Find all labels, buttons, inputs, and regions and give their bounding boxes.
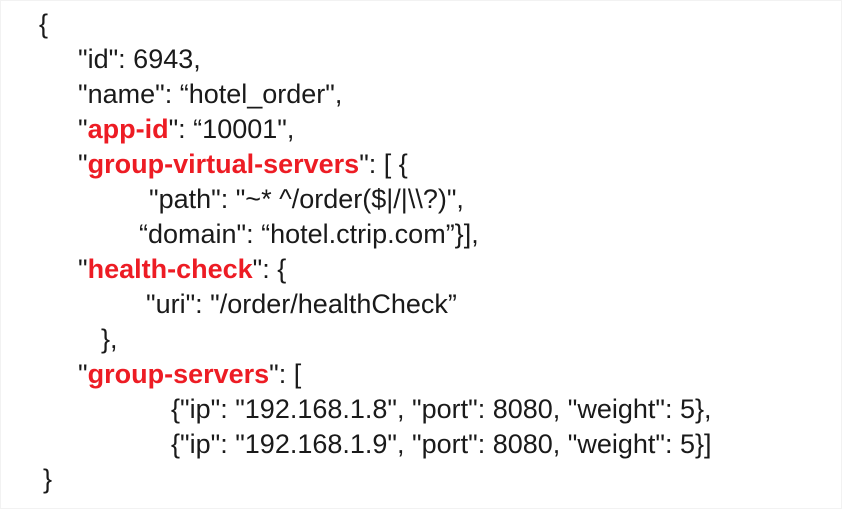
code-line-3: "name": “hotel_order",	[1, 77, 841, 112]
json-text: {"ip": "192.168.1.9", "port": 8080, "wei…	[171, 429, 712, 459]
code-line-10: },	[1, 322, 841, 357]
json-text: "	[78, 149, 88, 179]
json-key: group-virtual-servers	[87, 149, 360, 179]
code-line-13: {"ip": "192.168.1.9", "port": 8080, "wei…	[1, 427, 841, 462]
json-text: {"ip": "192.168.1.8", "port": 8080, "wei…	[171, 394, 712, 424]
json-key: app-id	[87, 114, 169, 144]
json-code-block: {"id": 6943,"name": “hotel_order","app-i…	[1, 1, 841, 497]
code-line-12: {"ip": "192.168.1.8", "port": 8080, "wei…	[1, 392, 841, 427]
json-text: {	[39, 9, 49, 39]
json-text: "	[78, 359, 88, 389]
json-text: "	[78, 254, 88, 284]
json-text: ": [ {	[359, 149, 408, 179]
code-line-6: "path": "~* ^/order($|/|\\?)",	[1, 182, 841, 217]
json-text: "	[78, 114, 88, 144]
json-text: "uri": "/order/healthCheck”	[146, 289, 457, 319]
json-key: group-servers	[87, 359, 270, 389]
json-text: "id": 6943,	[78, 44, 201, 74]
json-text: }	[43, 464, 53, 494]
code-line-8: "health-check": {	[1, 252, 841, 287]
json-text: ": “10001",	[168, 114, 295, 144]
json-text: "name": “hotel_order",	[78, 79, 343, 109]
json-text: },	[101, 324, 118, 354]
code-line-9: "uri": "/order/healthCheck”	[1, 287, 841, 322]
code-line-2: "id": 6943,	[1, 42, 841, 77]
json-key: health-check	[87, 254, 253, 284]
json-text: ": {	[252, 254, 287, 284]
code-line-5: "group-virtual-servers": [ {	[1, 147, 841, 182]
json-text: "path": "~* ^/order($|/|\\?)",	[149, 184, 464, 214]
json-text: ": [	[269, 359, 302, 389]
code-line-11: "group-servers": [	[1, 357, 841, 392]
json-text: “domain": “hotel.ctrip.com”}],	[139, 219, 479, 249]
code-line-7: “domain": “hotel.ctrip.com”}],	[1, 217, 841, 252]
code-line-4: "app-id": “10001",	[1, 112, 841, 147]
code-line-1: {	[1, 7, 841, 42]
code-line-14: }	[1, 462, 841, 497]
